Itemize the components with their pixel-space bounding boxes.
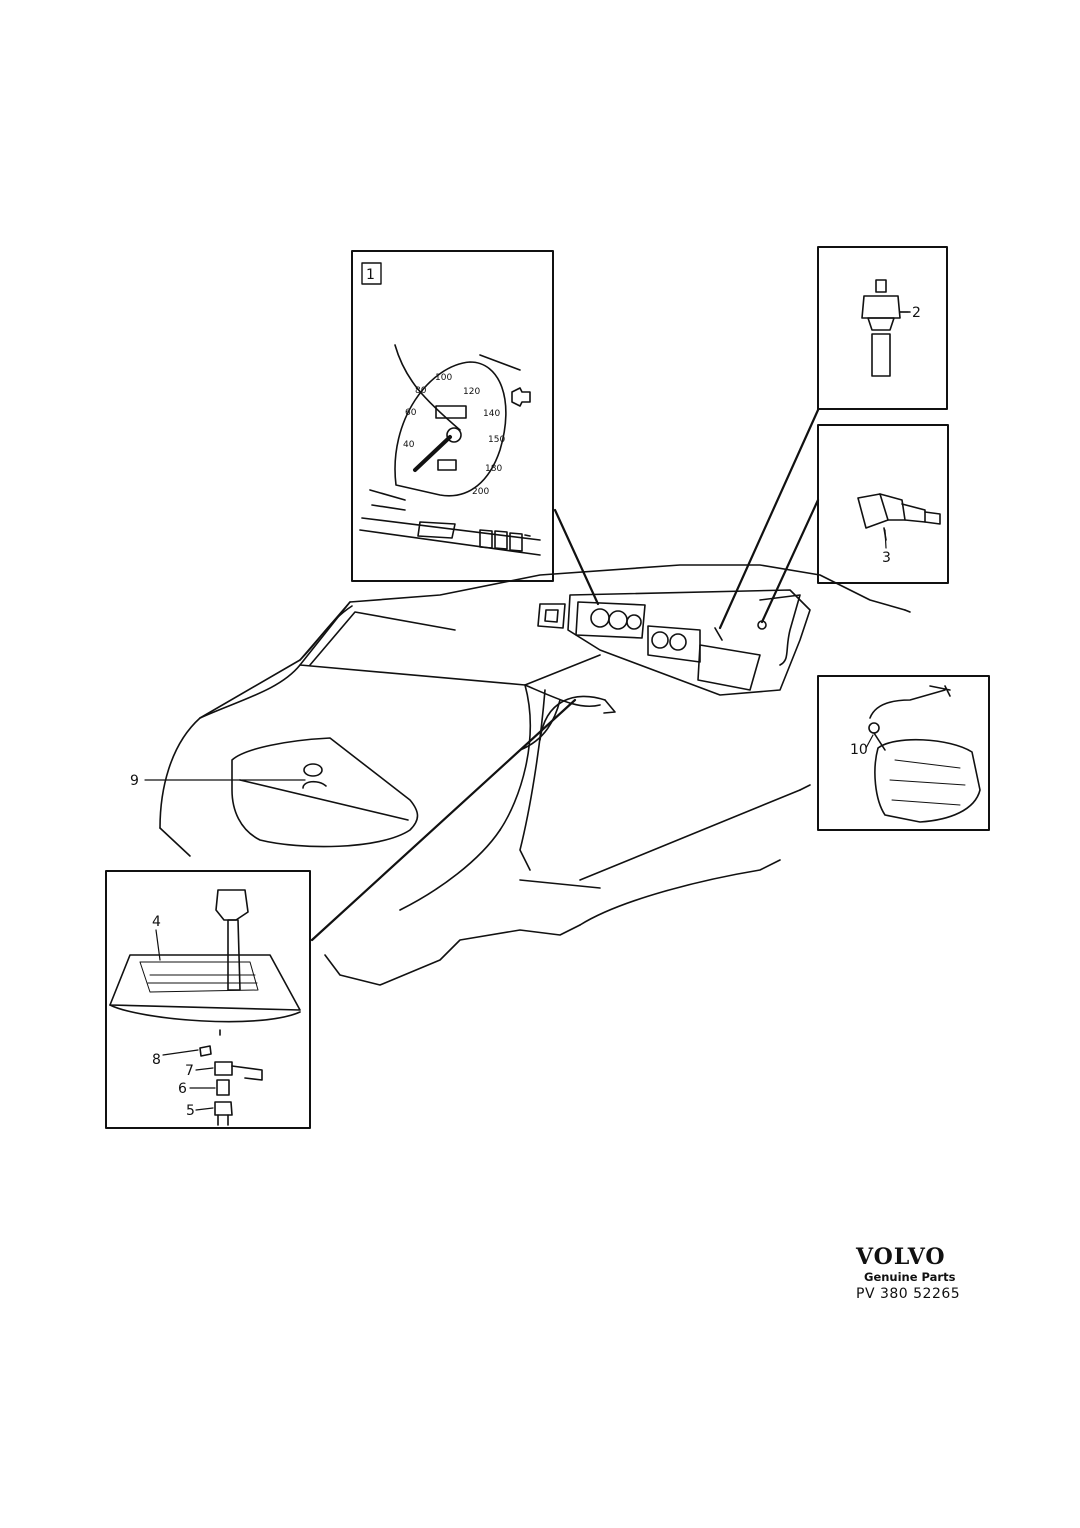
speedometer-labels: 40 60 80 100 120 140 150 180 200 — [403, 373, 505, 497]
callout-numbers: 1 2 3 4 5 6 7 8 9 10 — [130, 267, 921, 1119]
speed-tick-label: 40 — [403, 440, 415, 450]
callout-1: 1 — [366, 267, 375, 283]
speed-tick-label: 180 — [485, 464, 502, 474]
callout-6: 6 — [178, 1081, 187, 1097]
speed-tick-label: 120 — [463, 387, 480, 397]
footer-subtitle: Genuine Parts — [864, 1270, 956, 1284]
box-2-temp-sender — [817, 246, 948, 410]
callout-5: 5 — [186, 1103, 195, 1119]
callout-2: 2 — [912, 305, 921, 321]
callout-10: 10 — [850, 742, 868, 758]
callout-4: 4 — [152, 914, 161, 930]
speed-tick-label: 140 — [483, 409, 500, 419]
leader-lines — [310, 408, 820, 942]
callout-leaders — [144, 311, 909, 1111]
callout-3: 3 — [882, 550, 891, 566]
speed-tick-label: 60 — [405, 408, 417, 418]
part-code: PV 380 52265 — [856, 1285, 961, 1302]
callout-9: 9 — [130, 773, 139, 789]
box-4-gear-selector — [105, 870, 311, 1129]
speed-tick-label: 100 — [435, 373, 452, 383]
car-body — [159, 564, 911, 986]
box-1-speedometer — [351, 250, 554, 582]
speed-tick-label: 80 — [415, 386, 427, 396]
box-10-transmission — [817, 675, 990, 831]
speed-tick-label: 150 — [488, 435, 505, 445]
callout-8: 8 — [152, 1052, 161, 1068]
footer-block: VOLVO Genuine Parts PV 380 52265 — [856, 1246, 960, 1301]
speed-tick-label: 200 — [472, 487, 489, 497]
callout-7: 7 — [185, 1063, 194, 1079]
brand-logo: VOLVO — [856, 1244, 946, 1270]
